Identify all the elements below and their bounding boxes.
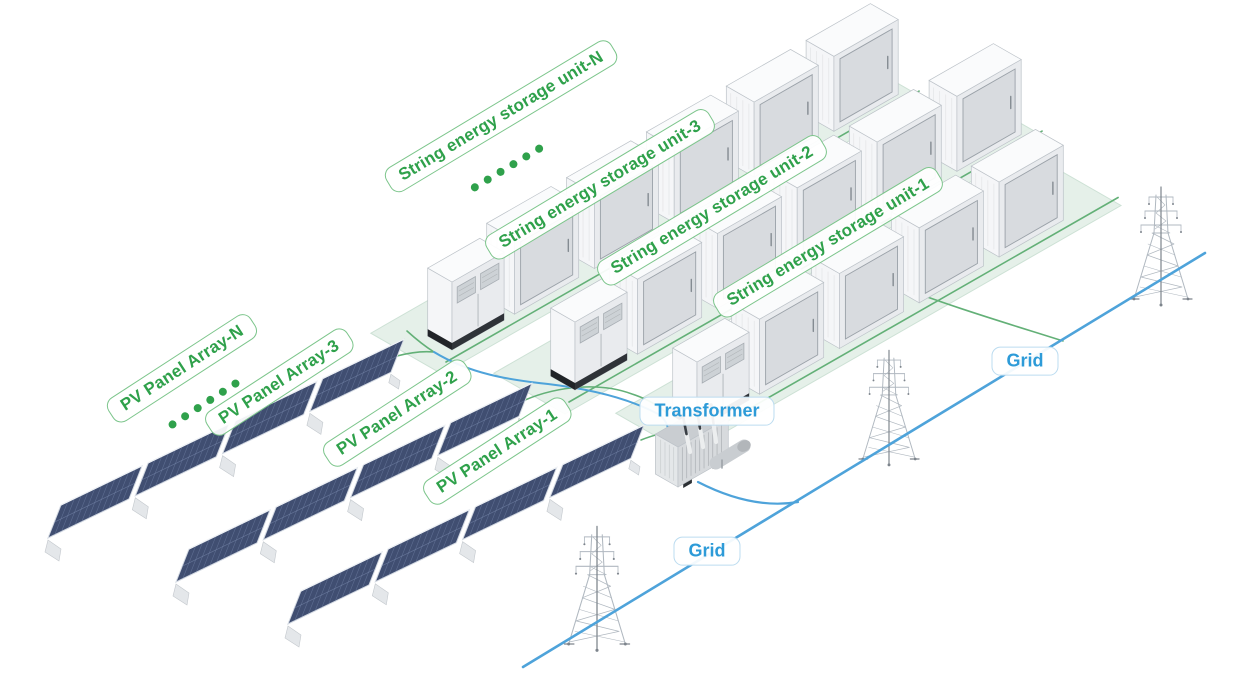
battery-cabinet xyxy=(890,174,985,304)
pv-panel-segment xyxy=(262,466,359,541)
pv-panel-segment xyxy=(308,338,405,413)
grid-line xyxy=(521,251,1207,669)
pv-panel-segment xyxy=(349,424,446,499)
platform-drop-line xyxy=(406,330,435,353)
pv-mount xyxy=(628,459,641,476)
pv-panel-row xyxy=(284,424,645,648)
storage-row xyxy=(671,128,1065,431)
battery-cabinet xyxy=(810,220,905,350)
pv-panel-segment xyxy=(175,508,271,584)
pv-panel-segment xyxy=(548,424,645,499)
transmission-tower-icon xyxy=(1129,186,1193,307)
pv-mount xyxy=(546,498,564,521)
pv-mount xyxy=(347,499,364,522)
pv-panel-row xyxy=(44,338,405,562)
pv-panel-segment xyxy=(436,382,533,457)
label-grid-upper: Grid xyxy=(991,346,1059,376)
pv-mount xyxy=(459,541,476,564)
transmission-tower-icon xyxy=(858,349,920,467)
pv-panel-segment xyxy=(461,466,558,541)
pv-mount xyxy=(259,541,277,564)
pv-panel-segment xyxy=(287,550,383,626)
pv-panel-segment xyxy=(374,508,471,583)
pv-panel-row xyxy=(172,382,533,606)
pv-mount xyxy=(284,625,302,648)
pv-mount xyxy=(131,497,149,520)
pcs-cabinet xyxy=(426,237,505,351)
pcs-cabinet xyxy=(549,277,628,391)
grid-line xyxy=(521,251,1207,669)
label-transformer: Transformer xyxy=(639,396,775,426)
pv-panel-segment xyxy=(134,422,231,497)
label-grid-lower: Grid xyxy=(673,536,741,566)
transformer-feeder-line xyxy=(696,480,800,505)
pv-mount xyxy=(219,455,236,478)
pv-panel-segment xyxy=(47,464,143,540)
pv-mount xyxy=(44,539,62,562)
pv-connector-line xyxy=(396,350,435,357)
pv-mount xyxy=(306,412,324,435)
transmission-tower-icon xyxy=(563,525,631,652)
pv-mount xyxy=(388,373,401,390)
pv-mount xyxy=(371,583,389,606)
pv-mount xyxy=(172,583,190,606)
